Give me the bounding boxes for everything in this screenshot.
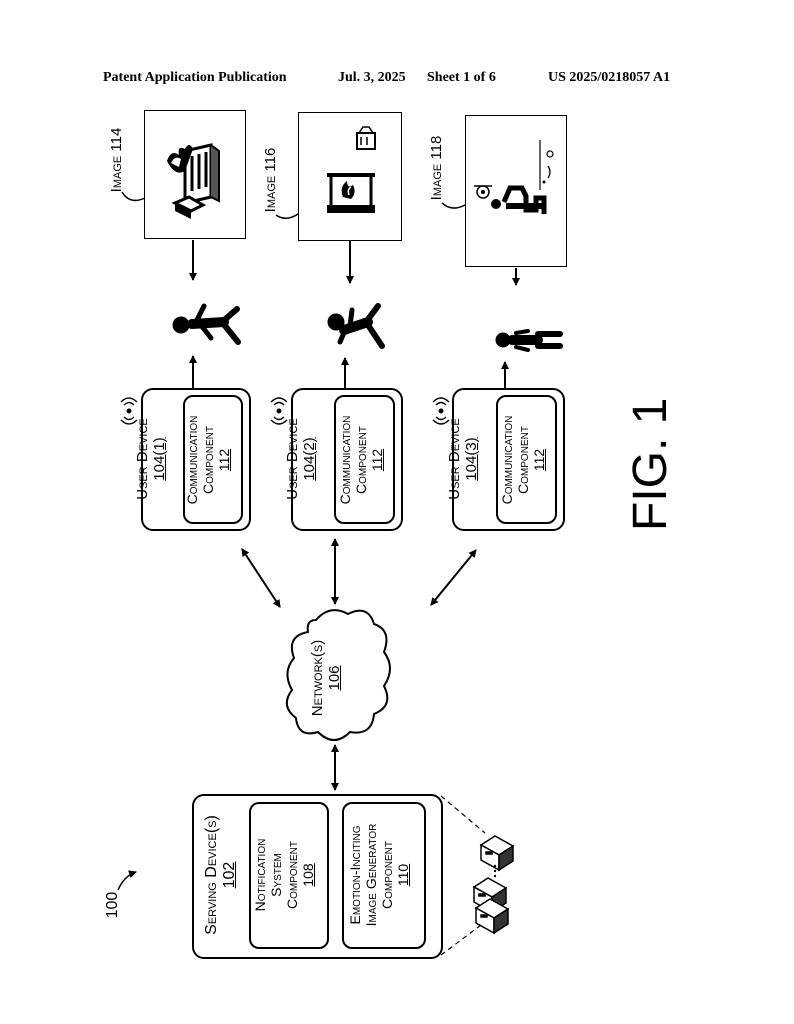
sheet-number: Sheet 1 of 6	[427, 70, 496, 85]
figure-label: FIG. 1	[624, 397, 677, 531]
comp-3-line2: Component	[515, 426, 532, 494]
serving-device-title: Serving Device(s)	[203, 815, 220, 935]
notif-line1: Notification	[252, 838, 268, 912]
burning-trash-can-icon	[327, 126, 376, 213]
figure-ref-number: 100	[104, 891, 121, 919]
dashed-line-bottom	[440, 921, 486, 956]
arrow-device3-network	[430, 549, 477, 606]
communication-component-1	[183, 395, 243, 524]
serving-device-label: Serving Device(s) 102	[203, 790, 247, 960]
person-icon-1	[172, 303, 241, 345]
person-icon-3	[495, 329, 563, 352]
communication-component-3	[496, 395, 557, 524]
notif-line3: Component	[284, 841, 301, 909]
user-device-3-title: User Device	[446, 418, 463, 500]
notification-system-component	[249, 802, 329, 949]
image-116-box	[298, 112, 402, 241]
communication-component-2	[334, 395, 395, 524]
comp-3-ref: 112	[531, 448, 548, 472]
leader-line-118	[441, 202, 466, 209]
network-cloud	[285, 609, 391, 741]
person-icon-2	[327, 303, 385, 349]
leader-line-116	[275, 213, 299, 219]
arrow-device1-network	[241, 548, 281, 608]
comp-1-line2: Component	[200, 426, 217, 494]
wireless-icon-2	[270, 397, 288, 425]
emo-line3: Component	[379, 841, 396, 909]
image-114-label: Image 114	[108, 127, 125, 193]
image-116-label: Image 116	[262, 147, 279, 213]
server-ellipsis-icon	[493, 864, 497, 878]
emo-line1: Emotion-Inciting	[347, 825, 363, 925]
image-114-box	[144, 110, 246, 239]
wireless-icon-1	[120, 397, 138, 425]
comp-2-ref: 112	[369, 448, 386, 472]
comp-1-ref: 112	[216, 448, 233, 472]
user-device-2-label: User Device 104(2)	[284, 389, 332, 529]
publication-title: Patent Application Publication	[103, 70, 287, 85]
communication-component-1-label: Communication Component 112	[184, 390, 238, 530]
user-device-1-ref: 104(1)	[151, 437, 169, 481]
notif-line2: System	[268, 853, 285, 897]
server-icon-1	[479, 835, 515, 872]
user-device-1-title: User Device	[134, 418, 151, 500]
medical-emergency-icon	[474, 140, 554, 214]
emotion-generator-label: Emotion-Inciting Image Generator Compone…	[347, 805, 421, 945]
communication-component-2-label: Communication Component 112	[337, 390, 391, 530]
notification-system-label: Notification System Component 108	[252, 805, 326, 945]
publication-number: US 2025/0218057 A1	[548, 70, 671, 85]
comp-1-line1: Communication	[184, 415, 200, 505]
wireless-icon-3	[432, 397, 450, 425]
user-device-3-label: User Device 104(3)	[446, 389, 494, 529]
comp-2-line2: Component	[353, 426, 370, 494]
network-title: Network(s)	[309, 639, 326, 717]
emotion-inciting-image-generator-component	[342, 802, 426, 949]
user-device-3-ref: 104(3)	[463, 437, 481, 481]
ref-100-arrow	[117, 870, 137, 891]
notif-ref: 108	[300, 863, 317, 887]
emo-ref: 110	[395, 863, 412, 887]
comp-2-line1: Communication	[337, 415, 353, 505]
user-device-2-ref: 104(2)	[301, 437, 319, 481]
leader-line-114	[121, 191, 146, 202]
network-label: Network(s) 106	[309, 618, 353, 738]
user-device-2-title: User Device	[284, 418, 301, 500]
publication-date: Jul. 3, 2025	[338, 70, 406, 85]
user-device-1-label: User Device 104(1)	[134, 389, 182, 529]
communication-component-3-label: Communication Component 112	[499, 390, 553, 530]
image-118-label: Image 118	[428, 135, 445, 201]
dashed-line-top	[440, 795, 486, 834]
server-icon-3	[474, 898, 510, 935]
comp-3-line1: Communication	[499, 415, 515, 505]
emo-line2: Image Generator	[363, 823, 380, 927]
burning-building-icon	[167, 143, 220, 219]
serving-device-ref: 102	[221, 861, 239, 889]
network-ref: 106	[326, 665, 344, 691]
image-118-box	[465, 115, 567, 267]
